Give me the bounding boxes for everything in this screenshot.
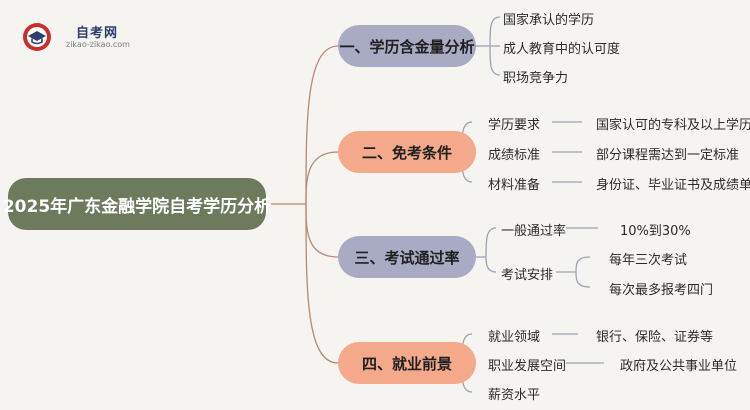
leaf-employment-fields: 就业领域: [488, 330, 541, 345]
leaf-career-development-detail: 政府及公共事业单位: [620, 359, 738, 374]
leaf-pass-rate-range: 10%到30%: [620, 224, 691, 239]
leaf-degree-requirement-detail: 国家认可的专科及以上学历: [596, 118, 750, 133]
branch-pass-rate: 三、考试通过率: [338, 236, 476, 278]
leaf-exam-frequency: 每年三次考试: [609, 253, 688, 268]
leaf-degree-requirement: 学历要求: [488, 118, 541, 133]
leaf-national-recognition: 国家承认的学历: [503, 13, 595, 28]
branch-exemption-conditions: 二、免考条件: [338, 131, 476, 173]
leaf-salary-level: 薪资水平: [488, 388, 541, 403]
leaf-grade-standard: 成绩标准: [488, 148, 541, 163]
leaf-general-pass-rate: 一般通过率: [501, 224, 567, 239]
leaf-material-preparation-detail: 身份证、毕业证书及成绩单: [596, 178, 750, 193]
leaf-material-preparation: 材料准备: [488, 178, 541, 193]
leaf-exam-schedule: 考试安排: [501, 268, 554, 283]
leaf-exam-limit: 每次最多报考四门: [609, 283, 714, 298]
logo-url: zikao-zikao.com: [66, 40, 130, 49]
graduation-cap-icon: [23, 23, 51, 51]
leaf-employment-fields-detail: 银行、保险、证券等: [596, 330, 714, 345]
leaf-adult-education-recognition: 成人教育中的认可度: [503, 42, 621, 57]
leaf-career-development: 职业发展空间: [488, 359, 567, 374]
branch-degree-value: 一、学历含金量分析: [338, 25, 476, 67]
leaf-career-competitiveness: 职场竞争力: [503, 71, 569, 86]
logo-name: 自考网: [76, 26, 119, 41]
site-logo[interactable]: 自考网 zikao-zikao.com: [22, 18, 142, 54]
branch-employment-prospects: 四、就业前景: [338, 342, 476, 384]
leaf-grade-standard-detail: 部分课程需达到一定标准: [596, 148, 740, 163]
root-node: 2025年广东金融学院自考学历分析: [3, 178, 271, 230]
